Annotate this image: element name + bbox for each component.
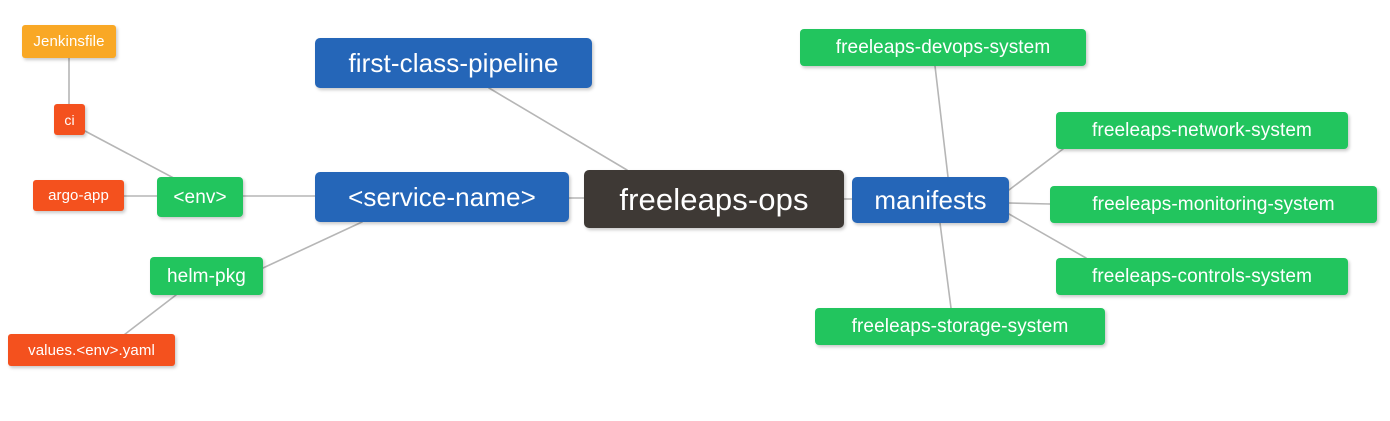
mindmap-node-first-class-pipeline[interactable]: first-class-pipeline: [315, 38, 592, 88]
edge-manifests-to-freeleaps-monitoring-system: [1008, 202, 1051, 205]
edge-first-class-pipeline-to-freeleaps-ops: [488, 87, 628, 171]
mindmap-node-ci[interactable]: ci: [54, 104, 85, 135]
mindmap-node-freeleaps-ops[interactable]: freeleaps-ops: [584, 170, 844, 228]
mindmap-node-values-yaml[interactable]: values.<env>.yaml: [8, 334, 175, 366]
mindmap-node-freeleaps-network-system[interactable]: freeleaps-network-system: [1056, 112, 1348, 149]
edge-manifests-to-freeleaps-devops-system: [934, 65, 949, 178]
mindmap-node-env[interactable]: <env>: [157, 177, 243, 217]
edge-manifests-to-freeleaps-network-system: [1008, 148, 1064, 191]
mindmap-node-argo-app[interactable]: argo-app: [33, 180, 124, 211]
mindmap-node-freeleaps-devops-system[interactable]: freeleaps-devops-system: [800, 29, 1086, 66]
mindmap-node-helm-pkg[interactable]: helm-pkg: [150, 257, 263, 295]
mindmap-node-freeleaps-storage-system[interactable]: freeleaps-storage-system: [815, 308, 1105, 345]
edge-service-name-to-helm-pkg: [262, 221, 363, 269]
mindmap-node-manifests[interactable]: manifests: [852, 177, 1009, 223]
mindmap-node-freeleaps-controls-system[interactable]: freeleaps-controls-system: [1056, 258, 1348, 295]
mindmap-node-service-name[interactable]: <service-name>: [315, 172, 569, 222]
edge-helm-pkg-to-values-yaml: [119, 294, 177, 339]
edge-manifests-to-freeleaps-storage-system: [939, 222, 952, 309]
mindmap-node-freeleaps-monitoring-system[interactable]: freeleaps-monitoring-system: [1050, 186, 1377, 223]
mindmap-node-jenkinsfile[interactable]: Jenkinsfile: [22, 25, 116, 58]
